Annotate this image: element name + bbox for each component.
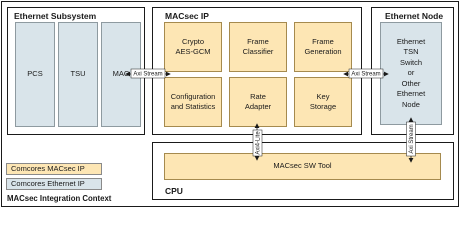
connection-arrows: Axi Stream Axi Stream Axi4-Lite Axi Stre… [125,68,416,163]
axi-stream-node-label-box [406,121,416,157]
legend-macsec-ip: Comcores MACsec IP [6,163,102,175]
macsec-sw-tool-block: MACsec SW Tool [164,153,441,180]
axi-stream-left-label: Axi Stream [133,72,162,78]
frame-generation-block: Frame Generation [294,22,352,72]
legend-ethernet-ip: Comcores Ethernet IP [6,178,102,190]
key-storage-block: Key Storage [294,77,352,127]
rate-adapter-block: Rate Adapter [229,77,287,127]
macsec-ip-title: MACsec IP [165,11,209,21]
tsu-block: TSU [58,22,98,127]
axi-stream-left-label-box [130,68,166,79]
frame-classifier-block: Frame Classifier [229,22,287,72]
axi-stream-node-label: Axi Stream [409,124,415,153]
ethernet-subsystem-title: Ethernet Subsystem [14,11,97,21]
ethernet-node-title: Ethernet Node [385,11,444,21]
axi4-lite-label-box [252,129,263,157]
axi-stream-right-label-box [348,68,384,79]
ethernet-tsn-switch-block: Ethernet TSN Switch or Other Ethernet No… [380,22,442,125]
diagram-caption: MACsec Integration Context [7,194,112,203]
cpu-title: CPU [165,186,183,196]
configuration-statistics-block: Configuration and Statistics [164,77,222,127]
crypto-aes-gcm-block: Crypto AES-GCM [164,22,222,72]
pcs-block: PCS [15,22,55,127]
axi-stream-right-label: Axi Stream [351,72,380,78]
axi4-lite-label: Axi4-Lite [256,131,262,155]
